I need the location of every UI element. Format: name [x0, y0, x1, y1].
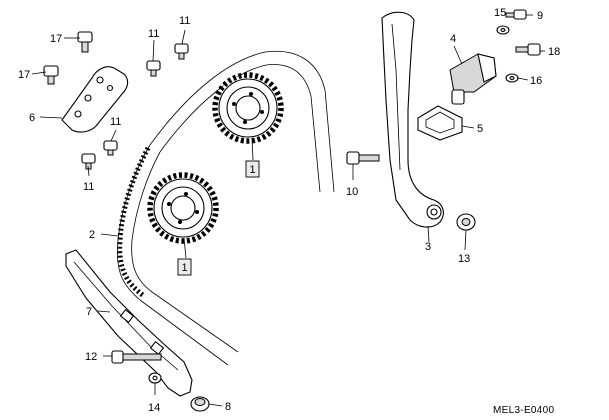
part-label-4: 4 — [450, 33, 456, 45]
bolt-18 — [515, 43, 541, 56]
gasket — [417, 105, 463, 141]
bolt-11-mid — [146, 60, 161, 77]
bolt-11-top — [174, 43, 189, 60]
cam-sprocket-lower — [147, 172, 219, 244]
diagram-code: MEL3-E0400 — [493, 405, 555, 416]
part-label-11-bottom: 11 — [83, 181, 94, 193]
part-label-2: 2 — [89, 229, 95, 241]
washer-13 — [456, 213, 476, 231]
bolt-17-upper — [77, 31, 93, 53]
bracket-plate — [61, 66, 129, 133]
part-label-7: 7 — [86, 306, 92, 318]
collar-8 — [190, 396, 210, 412]
bolt-11-bottom — [81, 153, 96, 170]
part-label-3: 3 — [425, 241, 431, 253]
cam-chain — [116, 50, 335, 366]
part-labels: 17 17 6 11 11 11 11 2 7 12 14 8 1 1 10 3… — [18, 7, 560, 416]
part-label-11-mid: 11 — [148, 28, 159, 40]
part-label-box-1-upper — [245, 160, 260, 178]
bolt-11-left — [103, 140, 118, 156]
part-label-16: 16 — [530, 75, 542, 87]
tensioner-lifter — [449, 53, 497, 105]
part-label-15: 15 — [494, 7, 506, 19]
part-label-1-lower: 1 — [182, 262, 188, 274]
bolt-12 — [111, 350, 162, 364]
bolt-10 — [346, 151, 380, 165]
tensioner-arm — [381, 11, 444, 228]
part-label-6: 6 — [29, 112, 35, 124]
washer-16 — [505, 73, 519, 83]
part-label-14: 14 — [148, 402, 160, 414]
part-label-12: 12 — [85, 351, 97, 363]
part-label-box-1-lower — [177, 258, 192, 276]
part-label-11-left: 11 — [110, 116, 121, 128]
chain-guide — [65, 249, 193, 397]
part-label-9: 9 — [537, 10, 543, 22]
part-label-17-lower: 17 — [18, 69, 30, 81]
washer-15 — [496, 25, 510, 35]
washer-14 — [148, 372, 162, 384]
part-label-5: 5 — [477, 123, 483, 135]
cam-sprocket-upper — [212, 72, 284, 144]
part-label-11-top: 11 — [179, 15, 190, 27]
part-label-10: 10 — [346, 186, 358, 198]
bolt-9 — [505, 9, 527, 20]
part-label-18: 18 — [548, 46, 560, 58]
leader-lines — [31, 14, 545, 407]
part-label-8: 8 — [225, 401, 231, 413]
part-label-1-upper: 1 — [250, 164, 256, 176]
bolt-17-lower — [43, 65, 59, 85]
part-label-17-upper: 17 — [50, 33, 62, 45]
part-label-13: 13 — [458, 253, 470, 265]
